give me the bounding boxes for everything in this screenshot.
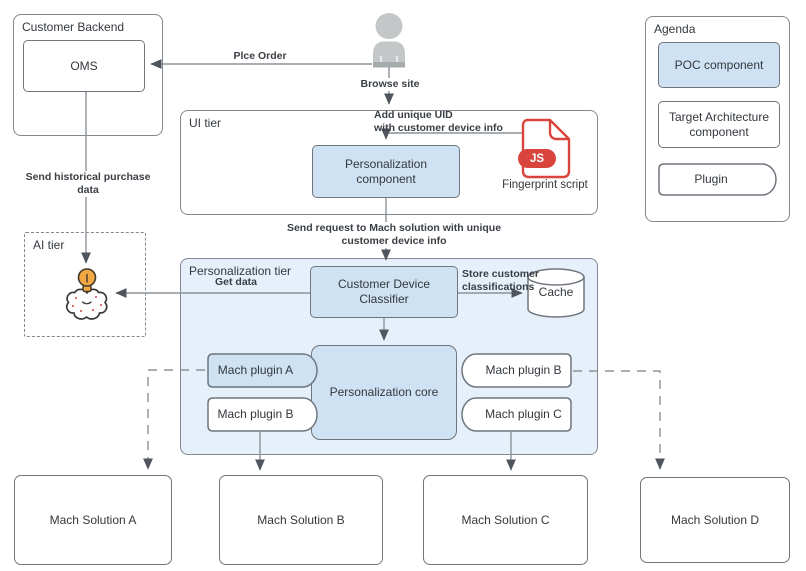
agenda-target-architecture: Target Architecture component bbox=[658, 101, 780, 148]
mach-plugin-c-node: Mach plugin C bbox=[450, 397, 572, 432]
cache-database-node: Cache bbox=[526, 267, 586, 319]
store-classifications-edge-label: Store customer classifications bbox=[462, 268, 540, 293]
send-historical-edge-label: Send historical purchase data bbox=[22, 171, 154, 197]
ai-tier-label: AI tier bbox=[33, 238, 65, 252]
agenda-poc-label: POC component bbox=[674, 57, 764, 72]
customer-device-classifier-node: Customer Device Classifier bbox=[310, 266, 458, 318]
user-person-icon bbox=[373, 13, 405, 68]
customer-device-classifier-label: Customer Device Classifier bbox=[337, 277, 431, 306]
mach-plugin-a-label: Mach plugin A bbox=[217, 363, 294, 377]
mach-solution-d-node: Mach Solution D bbox=[640, 477, 790, 563]
personalization-component-node: Personalization component bbox=[312, 145, 460, 198]
oms-label: OMS bbox=[70, 58, 98, 73]
ai-tier-container: AI tier bbox=[24, 232, 146, 337]
js-badge-label: JS bbox=[529, 152, 545, 165]
mach-plugin-b-right-node: Mach plugin B bbox=[450, 353, 572, 388]
edge-add-uid bbox=[381, 128, 522, 140]
mach-solution-b-node: Mach Solution B bbox=[219, 475, 383, 565]
get-data-edge-label: Get data bbox=[214, 276, 257, 288]
agenda-target-label: Target Architecture component bbox=[668, 109, 770, 139]
agenda-poc-component: POC component bbox=[658, 42, 780, 88]
send-request-edge-label: Send request to Mach solution with uniqu… bbox=[262, 222, 526, 248]
agenda-plugin-label: Plugin bbox=[694, 172, 728, 186]
mach-plugin-b-right-label: Mach plugin B bbox=[485, 363, 562, 377]
agenda-plugin: Plugin bbox=[658, 163, 780, 196]
oms-node: OMS bbox=[23, 40, 145, 92]
personalization-core-label: Personalization core bbox=[329, 385, 439, 399]
personalization-tier-label: Personalization tier bbox=[189, 264, 292, 278]
edge-dashed-to-solution-a bbox=[143, 369, 205, 470]
mach-solution-a-node: Mach Solution A bbox=[14, 475, 172, 565]
js-file-icon: JS bbox=[517, 118, 571, 180]
mach-plugin-b-left-label: Mach plugin B bbox=[217, 407, 294, 421]
mach-solution-b-label: Mach Solution B bbox=[257, 512, 345, 527]
mach-plugin-a-node: Mach plugin A bbox=[207, 353, 320, 388]
agenda-label: Agenda bbox=[654, 22, 696, 36]
mach-solution-d-label: Mach Solution D bbox=[670, 512, 760, 527]
ui-tier-label: UI tier bbox=[189, 116, 222, 130]
edge-dashed-to-solution-d bbox=[573, 370, 665, 470]
mach-plugin-c-label: Mach plugin C bbox=[485, 407, 562, 421]
add-uid-edge-label: Add unique UID with customer device info bbox=[374, 109, 503, 134]
mach-solution-a-label: Mach Solution A bbox=[49, 512, 137, 527]
personalization-component-label: Personalization component bbox=[344, 156, 428, 186]
personalization-core-node: Personalization core bbox=[311, 345, 457, 440]
place-order-edge-label: Plce Order bbox=[233, 50, 287, 62]
mach-solution-c-label: Mach Solution C bbox=[461, 512, 550, 527]
fingerprint-script-label: Fingerprint script bbox=[502, 179, 588, 191]
brain-lightbulb-icon bbox=[65, 268, 108, 320]
mach-solution-c-node: Mach Solution C bbox=[423, 475, 588, 565]
browse-site-edge-label: Browse site bbox=[349, 78, 431, 91]
cache-label: Cache bbox=[538, 285, 574, 299]
mach-plugin-b-left-node: Mach plugin B bbox=[207, 397, 320, 432]
customer-backend-label: Customer Backend bbox=[22, 20, 125, 34]
